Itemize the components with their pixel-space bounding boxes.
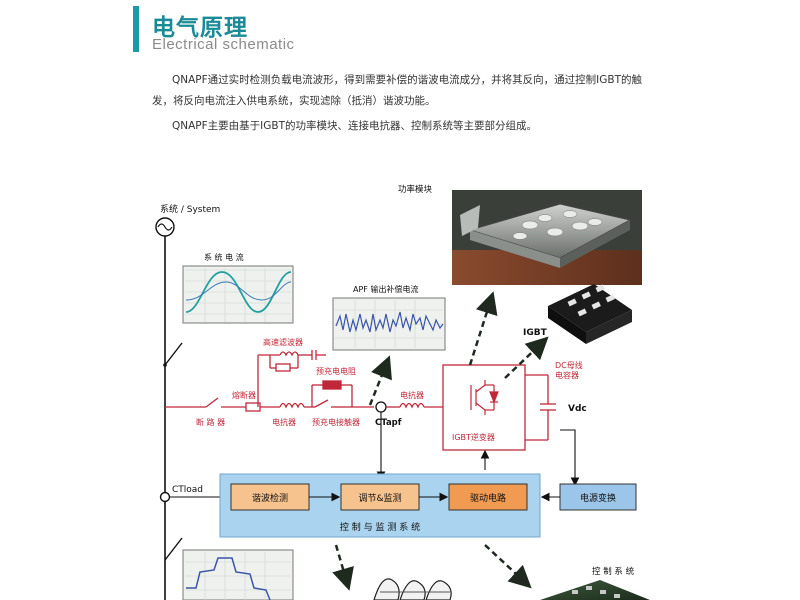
system-source: 系统 / System CTload: [155, 203, 229, 600]
apf-branch-circuit: [165, 350, 556, 451]
precharge-resistor-label: 预充电电阻: [316, 366, 356, 376]
breaker-switch: [205, 397, 219, 408]
dc-capacitor-label-2: 电容器: [555, 370, 579, 380]
precharge-contactor-label: 预充电接触器: [312, 417, 360, 427]
vdc-label: Vdc: [568, 404, 587, 414]
power-module-label: 功率模块: [398, 184, 433, 195]
power-module-arrow: [468, 291, 498, 366]
igbt-module-photo: IGBT: [523, 284, 632, 344]
reactor-coil-1: [279, 402, 305, 409]
control-board-photo: 控 制 系 统: [540, 566, 650, 600]
igbt-symbol: [470, 380, 499, 415]
reactor-photo: [370, 578, 460, 600]
page-title: 电气原理: [152, 15, 248, 41]
control-monitor-panel: 谐波检测 调节&监测 驱动电路 控 制 与 监 测 系 统: [219, 473, 541, 538]
ctapf-sensor: [375, 401, 387, 413]
apf-output-scope: APF 输出补偿电流: [332, 284, 446, 351]
filter-coil: [279, 351, 299, 357]
ctapf-label: CTapf: [375, 418, 402, 428]
reactor-label-2: 电抗器: [400, 390, 424, 400]
page-subtitle: Electrical schematic: [152, 36, 295, 53]
igbt-arrow: [504, 336, 549, 379]
load-current-scope: [182, 549, 294, 600]
igbt-label: IGBT: [523, 328, 548, 338]
filter-resistor: [275, 363, 291, 372]
harmonic-detect-block: [230, 483, 310, 511]
apf-output-label: APF 输出补偿电流: [353, 284, 418, 294]
ctload-label: CTload: [172, 485, 203, 495]
intro-paragraph-1: QNAPF通过实时检测负载电流波形，得到需要补偿的谐波电流成分，并将其反向，通过…: [152, 74, 643, 107]
system-current-scope: 系 统 电 流: [182, 252, 294, 324]
title-accent-bar: [133, 6, 139, 52]
apf-output-arrow: [368, 355, 392, 406]
control-monitor-system-label: 控 制 与 监 测 系 统: [340, 521, 420, 533]
dc-capacitor-label-1: DC母线: [555, 360, 583, 370]
reactor-label-1: 电抗器: [272, 417, 296, 427]
reactor-photo-arrow: [332, 544, 354, 591]
reactor-coil-2: [399, 402, 425, 409]
power-convert-block: 电源变换: [540, 483, 637, 511]
circuit-labels: 高速滤波器 预充电电阻 熔断器 断 路 器 电抗器 预充电接触器 电抗器 IGB…: [196, 337, 583, 442]
breaker-label: 断 路 器: [196, 417, 225, 427]
regulate-monitor-label: 调节&监测: [358, 492, 401, 504]
system-current-label: 系 统 电 流: [204, 252, 244, 262]
igbt-inverter-label: IGBT逆变器: [452, 432, 495, 442]
regulate-monitor-block: [340, 483, 420, 511]
power-convert-label: 电源变换: [580, 492, 616, 504]
main-switch: [164, 342, 183, 366]
control-system-label: 控 制 系 统: [592, 566, 635, 577]
harmonic-detect-label: 谐波检测: [252, 492, 288, 504]
drive-circuit-block: [448, 483, 528, 511]
drive-circuit-label: 驱动电路: [470, 492, 506, 504]
power-module-photo: 功率模块: [398, 184, 642, 285]
system-label: 系统 / System: [160, 203, 220, 215]
control-board-arrow: [484, 544, 532, 589]
high-speed-filter-label: 高速滤波器: [263, 337, 303, 347]
ctload-sensor: [159, 491, 171, 503]
vdc-feedback: [376, 412, 580, 487]
precharge-resistor: [322, 380, 342, 390]
intro-paragraph-2: QNAPF主要由基于IGBT的功率模块、连接电抗器、控制系统等主要部分组成。: [172, 120, 538, 132]
fuse-label: 熔断器: [232, 390, 256, 400]
